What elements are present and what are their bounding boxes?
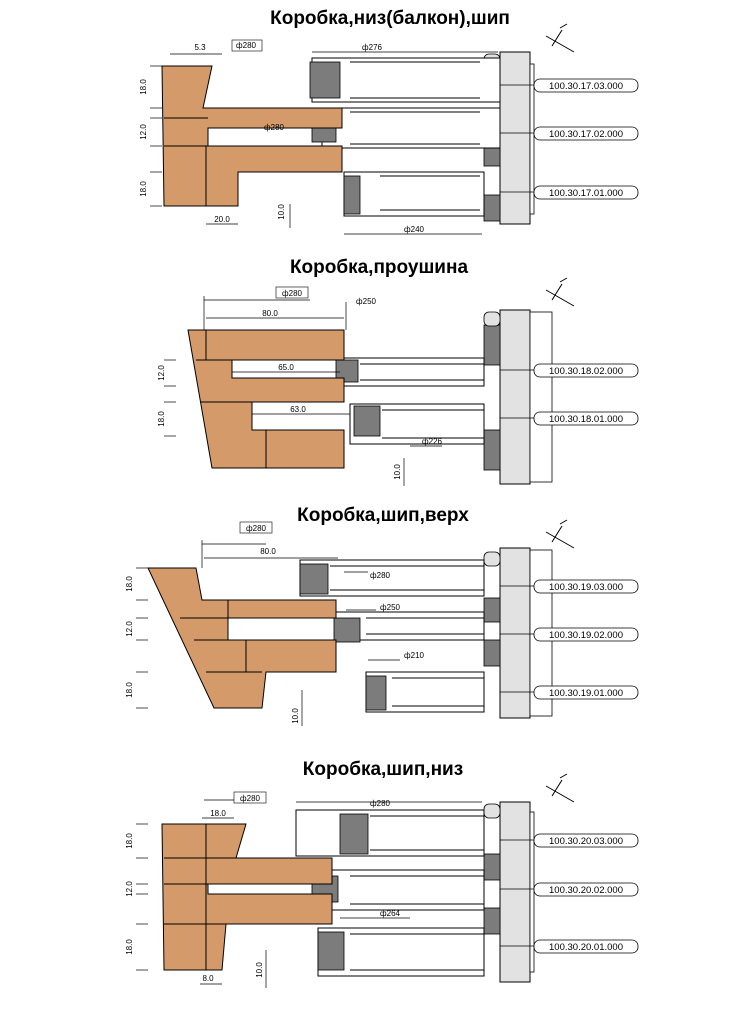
- dim-label: 12.0: [157, 365, 166, 381]
- dim-label: ф264: [380, 909, 400, 918]
- part-code-text: 100.30.20.01.000: [549, 942, 623, 953]
- dim-label: ф250: [356, 297, 376, 306]
- dim-label: ф240: [404, 225, 424, 234]
- section-1: Коробка,низ(балкон),шип: [139, 8, 639, 235]
- part-code-text: 100.30.18.01.000: [549, 414, 623, 425]
- dim-label: 18.0: [210, 809, 226, 818]
- dim-label: ф280: [236, 41, 256, 50]
- part-code-text: 100.30.17.03.000: [549, 81, 623, 92]
- dim-label: 65.0: [278, 363, 294, 372]
- part-code-text: 100.30.17.02.000: [549, 129, 623, 140]
- part-code: 100.30.17.01.000: [533, 185, 639, 200]
- dim-label: ф280: [246, 524, 266, 533]
- part-code: 100.30.18.01.000: [533, 411, 639, 426]
- dim-label: 18.0: [125, 576, 134, 592]
- dim-label: 63.0: [290, 405, 306, 414]
- part-code-text: 100.30.20.02.000: [549, 885, 623, 896]
- part-code: 100.30.19.03.000: [533, 579, 639, 594]
- dim-label: 18.0: [139, 181, 148, 197]
- dim-label: ф280: [370, 571, 390, 580]
- dimension-lines: [136, 799, 534, 988]
- wood-profile: [187, 329, 345, 469]
- section-2-title: Коробка,проушина: [290, 257, 469, 278]
- dim-label: 80.0: [260, 547, 276, 556]
- section-3: Коробка,шип,верх: [125, 505, 639, 726]
- dim-label: 10.0: [393, 464, 402, 480]
- spindle-hub: [483, 801, 535, 983]
- dim-label: 5.3: [194, 43, 206, 52]
- part-code-text: 100.30.19.02.000: [549, 630, 623, 641]
- cutter-inserts: [299, 563, 387, 711]
- dim-label: 12.0: [125, 621, 134, 637]
- dim-label: ф280: [370, 799, 390, 808]
- rotation-arrow-icon: [545, 773, 575, 803]
- dim-label: 10.0: [291, 708, 300, 724]
- rotation-arrow-icon: [545, 23, 575, 53]
- dim-box: [233, 791, 267, 804]
- part-code: 100.30.20.01.000: [533, 939, 639, 954]
- dim-label: ф280: [282, 289, 302, 298]
- rotation-arrow-icon: [545, 519, 575, 549]
- part-code: 100.30.17.03.000: [533, 78, 639, 93]
- part-code: 100.30.19.02.000: [533, 627, 639, 642]
- dimension-lines: [136, 540, 534, 726]
- dim-label: 18.0: [125, 939, 134, 955]
- wood-profile: [161, 65, 343, 207]
- cutter-bodies: [295, 809, 485, 977]
- part-code: 100.30.17.02.000: [533, 126, 639, 141]
- dim-label: 8.0: [202, 974, 214, 983]
- section-2: Коробка,проушина: [157, 257, 639, 486]
- dim-label: 10.0: [277, 204, 286, 220]
- dim-label: ф276: [362, 43, 382, 52]
- dimension-lines: [150, 51, 534, 235]
- dim-label: 18.0: [125, 833, 134, 849]
- dim-label: ф226: [422, 437, 442, 446]
- part-code-text: 100.30.20.03.000: [549, 836, 623, 847]
- wood-profile: [161, 823, 333, 971]
- dim-label: ф280: [240, 794, 260, 803]
- part-code: 100.30.20.02.000: [533, 882, 639, 897]
- cutter-bodies: [311, 57, 501, 217]
- dim-label: 80.0: [262, 309, 278, 318]
- part-code-text: 100.30.18.02.000: [549, 366, 623, 377]
- section-1-title: Коробка,низ(балкон),шип: [270, 8, 510, 29]
- dim-label: ф210: [404, 651, 424, 660]
- dim-label: 18.0: [139, 79, 148, 95]
- section-4-title: Коробка,шип,низ: [303, 759, 463, 780]
- dim-label: 12.0: [139, 124, 148, 140]
- cutter-bodies: [299, 559, 485, 713]
- section-4: Коробка,шип,низ: [125, 759, 639, 988]
- part-code: 100.30.19.01.000: [533, 685, 639, 700]
- dim-label: 10.0: [255, 962, 264, 978]
- rotation-arrow-icon: [545, 277, 575, 307]
- part-code-text: 100.30.19.01.000: [549, 688, 623, 699]
- part-code-text: 100.30.19.03.000: [549, 582, 623, 593]
- dim-label: 12.0: [125, 881, 134, 897]
- dim-label: ф280: [264, 123, 284, 132]
- dim-label: ф250: [380, 603, 400, 612]
- dimension-lines: [164, 296, 534, 486]
- dim-label: 18.0: [157, 411, 166, 427]
- dim-box: [239, 521, 273, 534]
- part-code-text: 100.30.17.01.000: [549, 188, 623, 199]
- part-code: 100.30.18.02.000: [533, 363, 639, 378]
- dim-label: 18.0: [125, 682, 134, 698]
- cutter-inserts: [335, 359, 381, 437]
- spindle-hub: [483, 309, 553, 485]
- wood-profile: [147, 567, 337, 709]
- part-code: 100.30.20.03.000: [533, 833, 639, 848]
- dim-label: 20.0: [214, 215, 230, 224]
- dim-box: [231, 39, 263, 52]
- dim-box: [275, 286, 309, 299]
- section-3-title: Коробка,шип,верх: [297, 505, 469, 526]
